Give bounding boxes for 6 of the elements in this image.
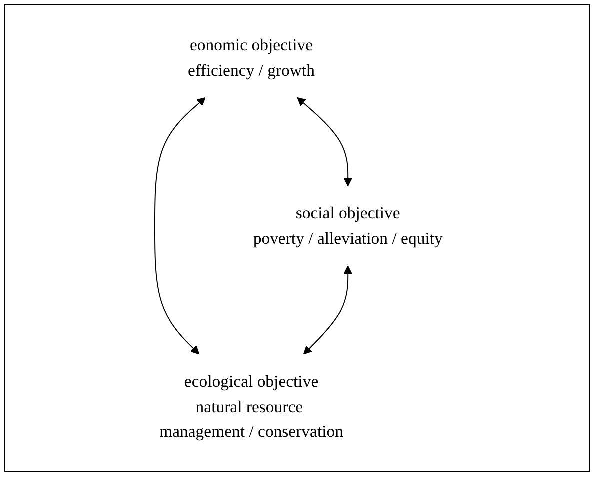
arrow [297,97,352,186]
node-text: eonomic objective efficiency / growth [188,36,315,80]
node-text: social objective poverty / alleviation / equity [253,204,443,248]
arrow [154,97,206,355]
arrow [303,266,352,355]
node-text: ecological objective natural resource management / conservation [160,372,344,441]
